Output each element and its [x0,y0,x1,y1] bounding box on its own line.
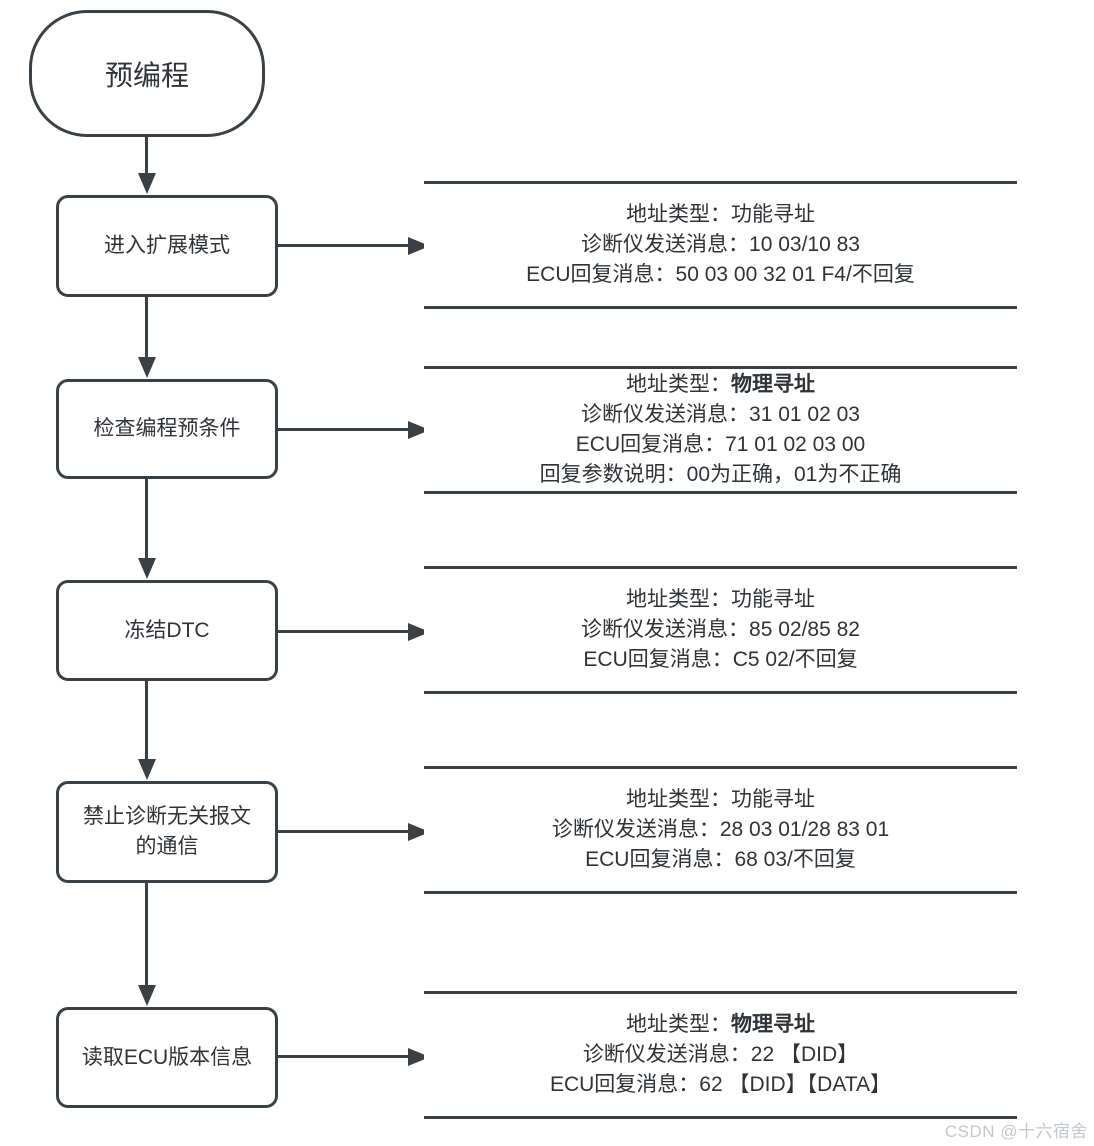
info-block-freeze-dtc: 地址类型：功能寻址诊断仪发送消息：85 02/85 82 ECU回复消息：C5 0… [424,566,1017,694]
down-arrow-icon [138,759,156,780]
down-arrow-icon [138,173,156,194]
info-line: ECU回复消息：68 03/不回复 [585,848,856,871]
step-box-label: 检查编程预条件 [93,417,241,441]
down-arrow-icon [138,985,156,1006]
start-terminator: 预编程 [29,10,265,137]
step-box-read-ecu-version-info: 读取ECU版本信息 [56,1007,278,1108]
info-line: 地址类型：功能寻址 [626,788,815,811]
start-label: 预编程 [104,59,189,91]
step-box-label: 冻结DTC [124,618,210,642]
step-box-enter-extended-mode: 进入扩展模式 [56,195,278,297]
info-line: 诊断仪发送消息：10 03/10 83 [581,233,860,256]
info-line: 诊断仪发送消息：31 01 02 03 [581,403,860,426]
info-line: 诊断仪发送消息：28 03 01/28 83 01 [551,818,890,841]
info-line: ECU回复消息：50 03 00 32 01 F4/不回复 [526,263,915,286]
step-box-label: 禁止诊断无关报文的通信 [83,805,251,858]
step-box-freeze-dtc: 冻结DTC [56,580,278,681]
right-arrow-line [238,1055,408,1058]
down-arrow-line [145,135,148,175]
down-arrow-icon [138,357,156,378]
info-block-disable-non-diagnostic-communication: 地址类型：功能寻址诊断仪发送消息：28 03 01/28 83 01 ECU回复消… [424,766,1017,894]
down-arrow-line [145,681,148,761]
info-line: 地址类型：物理寻址 [626,1013,815,1036]
info-line: 地址类型：功能寻址 [626,588,815,611]
info-line: ECU回复消息：C5 02/不回复 [583,648,858,671]
right-arrow-line [238,244,408,247]
info-line: 回复参数说明：00为正确，01为不正确 [539,463,902,486]
down-arrow-line [145,479,148,560]
down-arrow-icon [138,558,156,579]
info-line: 诊断仪发送消息：85 02/85 82 [581,618,860,641]
step-box-disable-non-diagnostic-communication: 禁止诊断无关报文的通信 [56,781,278,883]
info-line: 地址类型：功能寻址 [626,203,815,226]
info-line: 诊断仪发送消息：22 【DID】 [582,1043,859,1066]
info-line: ECU回复消息：71 01 02 03 00 [575,433,866,456]
watermark: CSDN @十六宿舍 [944,1122,1088,1141]
info-line: ECU回复消息：62 【DID】【DATA】 [549,1073,892,1096]
down-arrow-line [145,883,148,987]
info-line: 地址类型：物理寻址 [626,373,815,396]
right-arrow-line [238,630,408,633]
down-arrow-line [145,297,148,359]
step-box-label: 读取ECU版本信息 [81,1045,253,1069]
right-arrow-line [238,830,408,833]
step-box-label: 进入扩展模式 [104,234,230,258]
info-block-read-ecu-version-info: 地址类型：物理寻址诊断仪发送消息：22 【DID】 ECU回复消息：62 【DID… [424,991,1017,1119]
right-arrow-line [238,428,408,431]
info-block-enter-extended-mode: 地址类型：功能寻址诊断仪发送消息：10 03/10 83 ECU回复消息：50 0… [424,181,1017,309]
info-block-check-programming-preconditions: 地址类型：物理寻址诊断仪发送消息：31 01 02 03 ECU回复消息：71 0… [424,366,1017,494]
step-box-check-programming-preconditions: 检查编程预条件 [56,379,278,479]
